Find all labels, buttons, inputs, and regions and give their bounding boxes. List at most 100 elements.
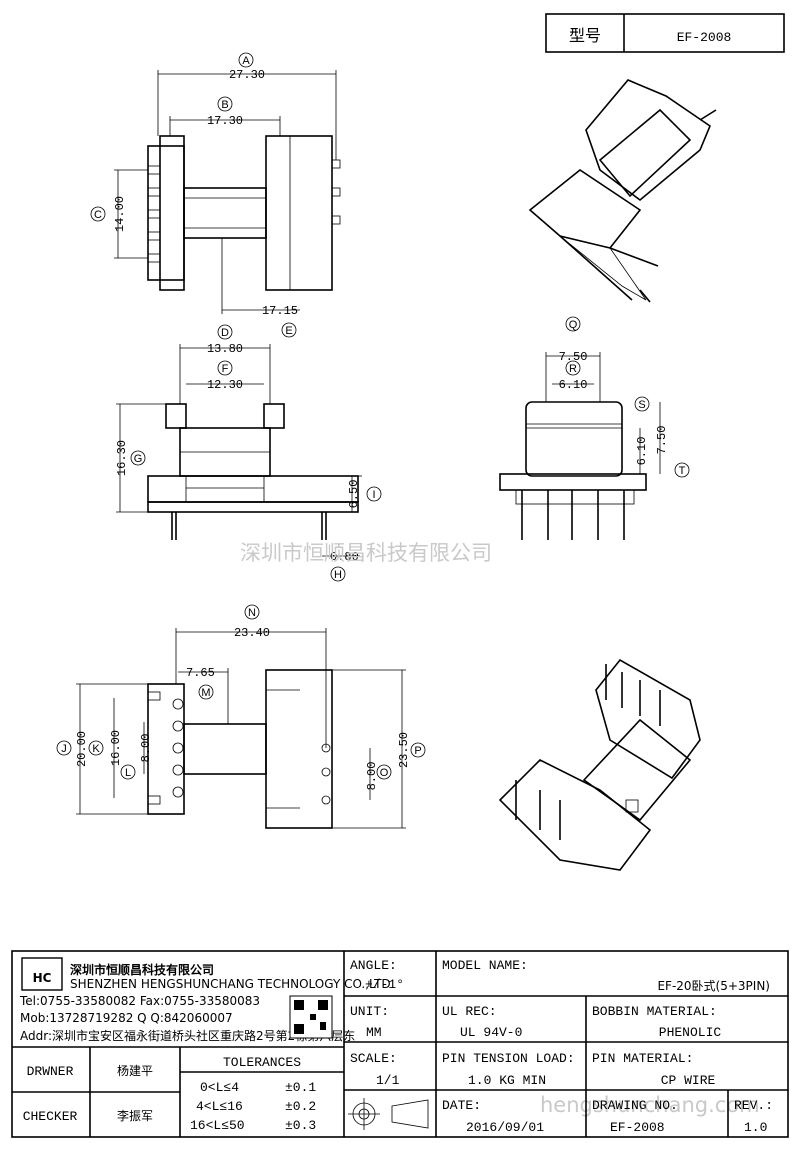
balloon-f: F bbox=[217, 360, 233, 376]
angle-value: +/-1° bbox=[365, 977, 404, 992]
watermark-text: 深圳市恒顺昌科技有限公司 bbox=[240, 541, 492, 565]
dim-c-value: 14.00 bbox=[113, 196, 127, 232]
dim-g-value: 16.30 bbox=[115, 440, 129, 476]
model-header-value: EF-2008 bbox=[677, 30, 732, 45]
model-header: 型号 EF-2008 bbox=[545, 13, 785, 53]
view-side: 13.80 12.30 16.30 6.50 0.80 bbox=[115, 342, 362, 564]
checker-value: 李振军 bbox=[117, 1108, 153, 1123]
view-top: 27.30 17.30 14.00 17.15 bbox=[113, 68, 341, 318]
pin-material-value: CP WIRE bbox=[661, 1073, 716, 1088]
svg-text:E: E bbox=[285, 325, 292, 337]
balloon-n: N bbox=[244, 604, 260, 620]
balloon-t: T bbox=[674, 462, 690, 478]
balloon-o: O bbox=[376, 764, 392, 780]
tolerance-range: 0<L≤4 bbox=[200, 1080, 239, 1095]
company-tel: Tel:0755-33580082 Fax:0755-33580083 bbox=[19, 994, 260, 1008]
company-logo: HC bbox=[21, 957, 63, 991]
svg-text:O: O bbox=[380, 767, 389, 779]
dim-q-value: 7.50 bbox=[559, 350, 588, 364]
dim-s-value: 6.10 bbox=[635, 437, 649, 466]
dim-h-value: 0.80 bbox=[330, 550, 359, 564]
svg-text:D: D bbox=[221, 327, 229, 339]
svg-text:B: B bbox=[221, 99, 228, 111]
balloon-l: L bbox=[120, 764, 136, 780]
ul-rec-label: UL REC: bbox=[442, 1004, 497, 1019]
balloon-r: R bbox=[565, 360, 581, 376]
dim-j-value: 20.00 bbox=[75, 731, 89, 767]
pin-tension-label: PIN TENSION LOAD: bbox=[442, 1051, 575, 1066]
svg-text:T: T bbox=[679, 465, 686, 477]
balloon-p: P bbox=[410, 742, 426, 758]
unit-value: MM bbox=[366, 1025, 382, 1040]
svg-text:Q: Q bbox=[569, 319, 578, 331]
scale-value: 1/1 bbox=[376, 1073, 400, 1088]
pin-material-label: PIN MATERIAL: bbox=[592, 1051, 693, 1066]
dim-e-value: 17.15 bbox=[262, 304, 298, 318]
dim-t-value: 7.50 bbox=[655, 426, 669, 455]
svg-text:C: C bbox=[94, 209, 102, 221]
drwner-label: DRWNER bbox=[27, 1064, 74, 1079]
svg-text:H: H bbox=[334, 569, 342, 581]
dim-f-value: 12.30 bbox=[207, 378, 243, 392]
balloon-q: Q bbox=[565, 316, 581, 332]
watermark-url: hengshunchang.com bbox=[540, 1093, 760, 1117]
svg-text:N: N bbox=[248, 607, 256, 619]
angle-label: ANGLE: bbox=[350, 958, 397, 973]
balloon-c: C bbox=[90, 206, 106, 222]
model-header-label: 型号 bbox=[569, 26, 601, 45]
qr-code bbox=[289, 995, 333, 1039]
drwner-value: 杨建平 bbox=[117, 1063, 153, 1078]
company-name-cn: 深圳市恒顺昌科技有限公司 bbox=[70, 962, 214, 977]
company-addr: Addr:深圳市宝安区福永街道桥头社区重庆路2号第2栋第六层东 bbox=[20, 1028, 355, 1043]
dim-p-value: 23.50 bbox=[397, 732, 411, 768]
dim-l-value: 8.00 bbox=[139, 734, 153, 763]
svg-text:HC: HC bbox=[33, 971, 52, 985]
model-name-value: EF-20卧式(5+3PIN) bbox=[657, 979, 770, 993]
svg-text:S: S bbox=[638, 399, 645, 411]
pin-tension-value: 1.0 KG MIN bbox=[468, 1073, 546, 1088]
dim-b-value: 17.30 bbox=[207, 114, 243, 128]
company-mob: Mob:13728719282 Q Q:842060007 bbox=[20, 1011, 233, 1025]
scale-label: SCALE: bbox=[350, 1051, 397, 1066]
svg-text:F: F bbox=[222, 363, 229, 375]
dim-r-value: 6.10 bbox=[559, 378, 588, 392]
drawing-no-label: DRAWING NO. bbox=[592, 1098, 678, 1113]
unit-label: UNIT: bbox=[350, 1004, 389, 1019]
tolerance-range: 4<L≤16 bbox=[196, 1099, 243, 1114]
svg-text:I: I bbox=[372, 489, 375, 501]
date-label: DATE: bbox=[442, 1098, 481, 1113]
tolerances-label: TOLERANCES bbox=[223, 1055, 301, 1070]
iso-view-bottom bbox=[498, 658, 701, 871]
balloon-s: S bbox=[634, 396, 650, 412]
balloon-a: A bbox=[238, 52, 254, 68]
balloon-m: M bbox=[198, 684, 214, 700]
balloon-e: E bbox=[281, 322, 297, 338]
company-name-en: SHENZHEN HENGSHUNCHANG TECHNOLOGY CO.,LT… bbox=[70, 977, 391, 991]
tolerance-value: ±0.1 bbox=[285, 1080, 316, 1095]
dim-i-value: 6.50 bbox=[347, 480, 361, 509]
svg-text:K: K bbox=[92, 743, 100, 755]
date-value: 2016/09/01 bbox=[466, 1120, 544, 1135]
svg-text:P: P bbox=[414, 745, 421, 757]
balloon-b: B bbox=[217, 96, 233, 112]
dim-d-value: 13.80 bbox=[207, 342, 243, 356]
title-block: HC 深圳市恒顺昌科技有限公司 SHENZHEN HENGSHUNCHANG T… bbox=[11, 950, 789, 1138]
iso-view-top bbox=[528, 79, 717, 303]
projection-symbol-icon bbox=[348, 1098, 429, 1130]
svg-text:L: L bbox=[125, 767, 131, 779]
ul-rec-value: UL 94V-0 bbox=[460, 1025, 522, 1040]
dim-n-value: 23.40 bbox=[234, 626, 270, 640]
bobbin-material-label: BOBBIN MATERIAL: bbox=[592, 1004, 717, 1019]
tolerance-range: 16<L≤50 bbox=[190, 1118, 245, 1133]
model-name-label: MODEL NAME: bbox=[442, 958, 528, 973]
rev-value: 1.0 bbox=[744, 1120, 767, 1135]
svg-text:G: G bbox=[134, 453, 143, 465]
svg-text:R: R bbox=[569, 363, 577, 375]
dim-k-value: 16.00 bbox=[109, 730, 123, 766]
svg-text:A: A bbox=[242, 55, 250, 67]
tolerance-value: ±0.3 bbox=[285, 1118, 316, 1133]
bobbin-material-value: PHENOLIC bbox=[659, 1025, 722, 1040]
svg-text:M: M bbox=[201, 687, 210, 699]
dim-a-value: 27.30 bbox=[229, 68, 265, 82]
